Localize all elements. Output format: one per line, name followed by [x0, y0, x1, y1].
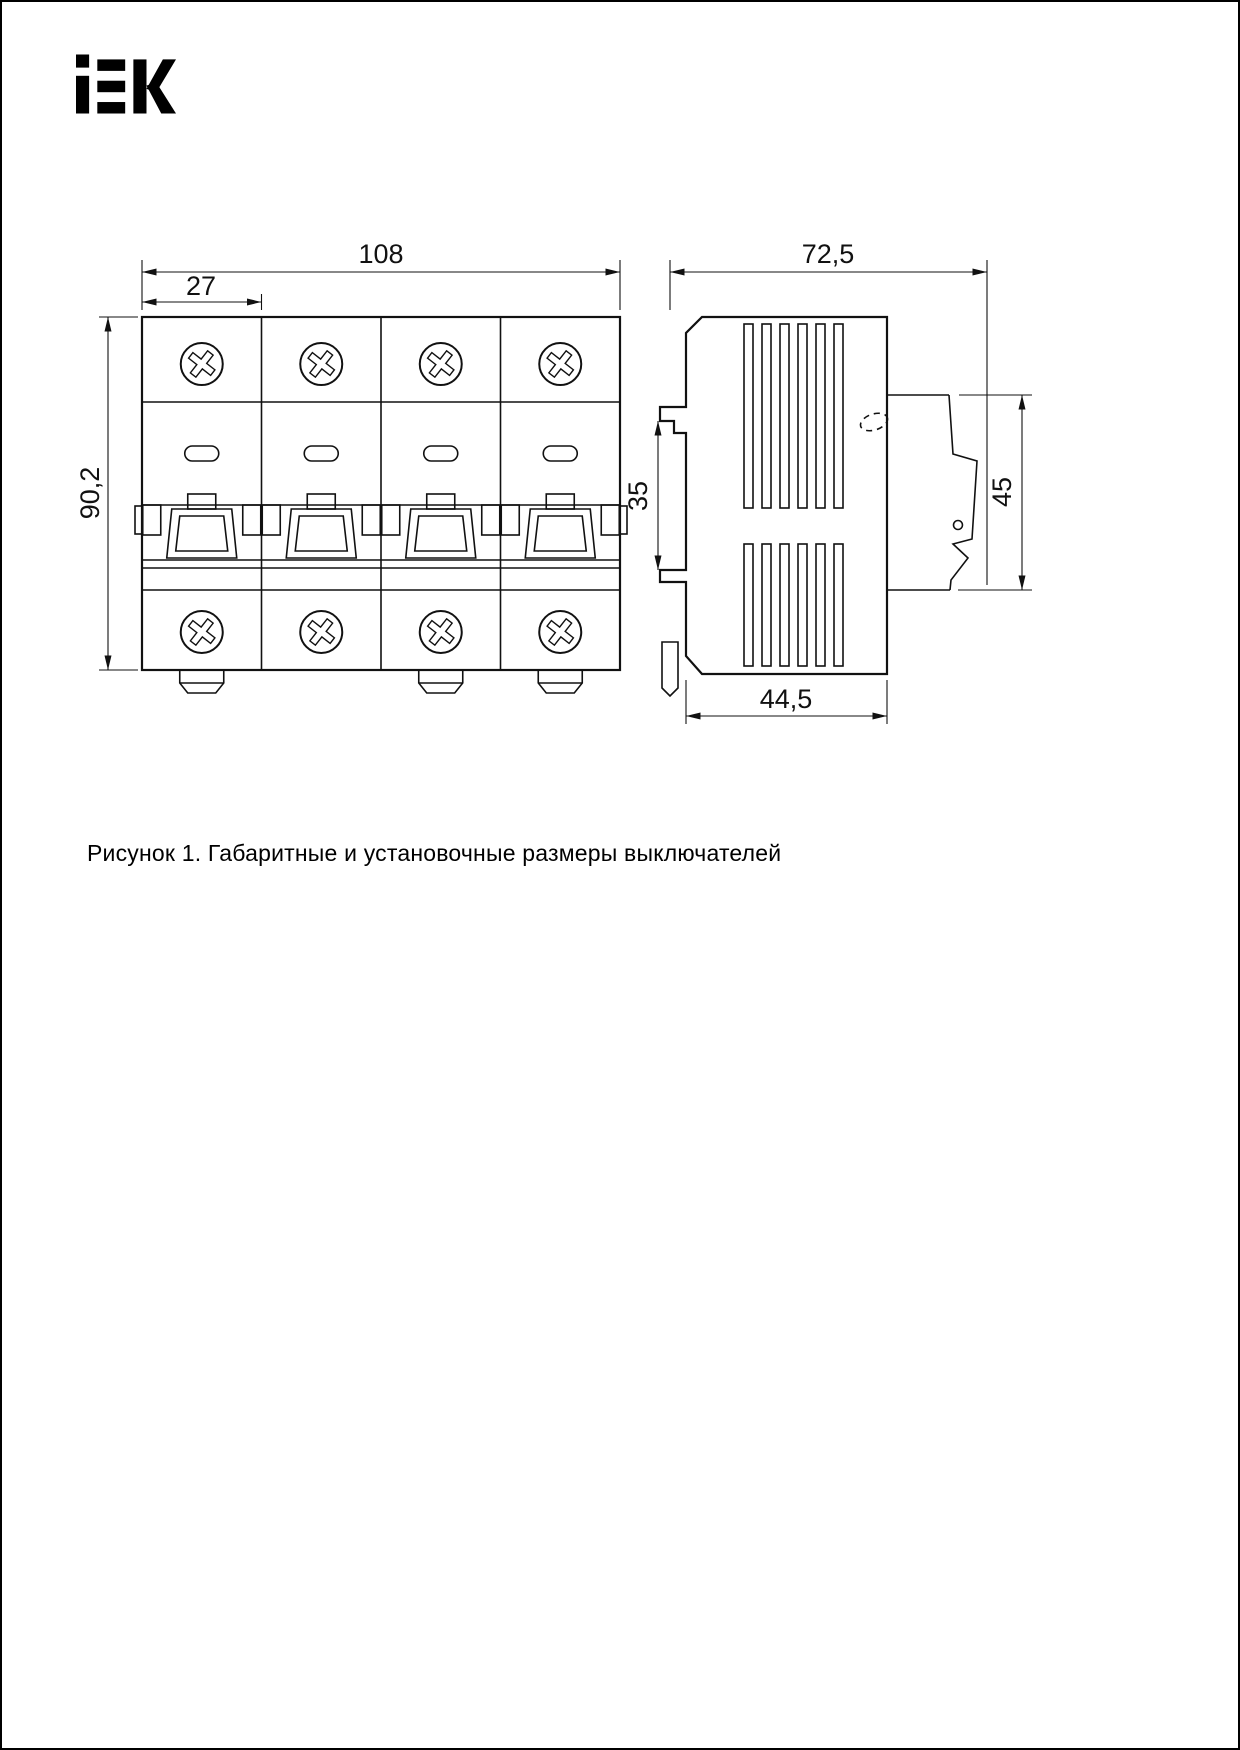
- terminal-screw-icon: [538, 342, 583, 386]
- terminal-screw-icon: [299, 342, 344, 386]
- side-din-rail-dimension: 35: [623, 481, 653, 511]
- indicator-window: [422, 445, 459, 462]
- side-overall-depth-dimension: 72,5: [802, 239, 855, 269]
- figure-caption: Рисунок 1. Габаритные и установочные раз…: [87, 840, 782, 866]
- din-clip: [537, 669, 584, 694]
- hidden-hole-outline: [859, 412, 889, 432]
- terminal-screw-icon: [538, 610, 583, 654]
- indicator-window: [542, 445, 579, 462]
- side-view-dimensions: 72,5 35 45 44,5: [623, 239, 1032, 724]
- pole-toggle: [500, 493, 621, 559]
- front-height-dimension: 90,2: [75, 467, 105, 520]
- front-view-dimensions: 108 27 90,2: [75, 239, 621, 671]
- side-body-depth-dimension: 44,5: [760, 684, 813, 714]
- side-face-and-toggle: [948, 394, 978, 591]
- front-overall-width-dimension: 108: [358, 239, 403, 269]
- din-clip: [178, 669, 225, 694]
- breaker-side-body: [658, 315, 889, 676]
- technical-drawing: 108 27 90,2: [75, 239, 1032, 724]
- terminal-screw-icon: [418, 610, 463, 654]
- front-module-width-dimension: 27: [186, 271, 216, 301]
- terminal-screw-icon: [418, 342, 463, 386]
- din-spring-clip: [661, 641, 679, 698]
- front-view-drawing: [134, 315, 628, 694]
- din-clip: [417, 669, 464, 694]
- iek-logo-glyphs: [76, 54, 176, 114]
- iek-logo: [76, 54, 176, 114]
- side-front-height-dimension: 45: [987, 477, 1017, 507]
- indicator-window: [303, 445, 340, 462]
- terminal-screw-icon: [299, 610, 344, 654]
- terminal-screw-icon: [179, 342, 224, 386]
- toggle-pivot: [952, 519, 964, 531]
- pole-toggle: [380, 493, 501, 559]
- indicator-window: [183, 445, 220, 462]
- side-view-drawing: [658, 315, 978, 698]
- pole-toggle: [141, 493, 262, 559]
- pole-toggle: [261, 493, 382, 559]
- terminal-screw-icon: [179, 610, 224, 654]
- vent-slots: [743, 323, 844, 667]
